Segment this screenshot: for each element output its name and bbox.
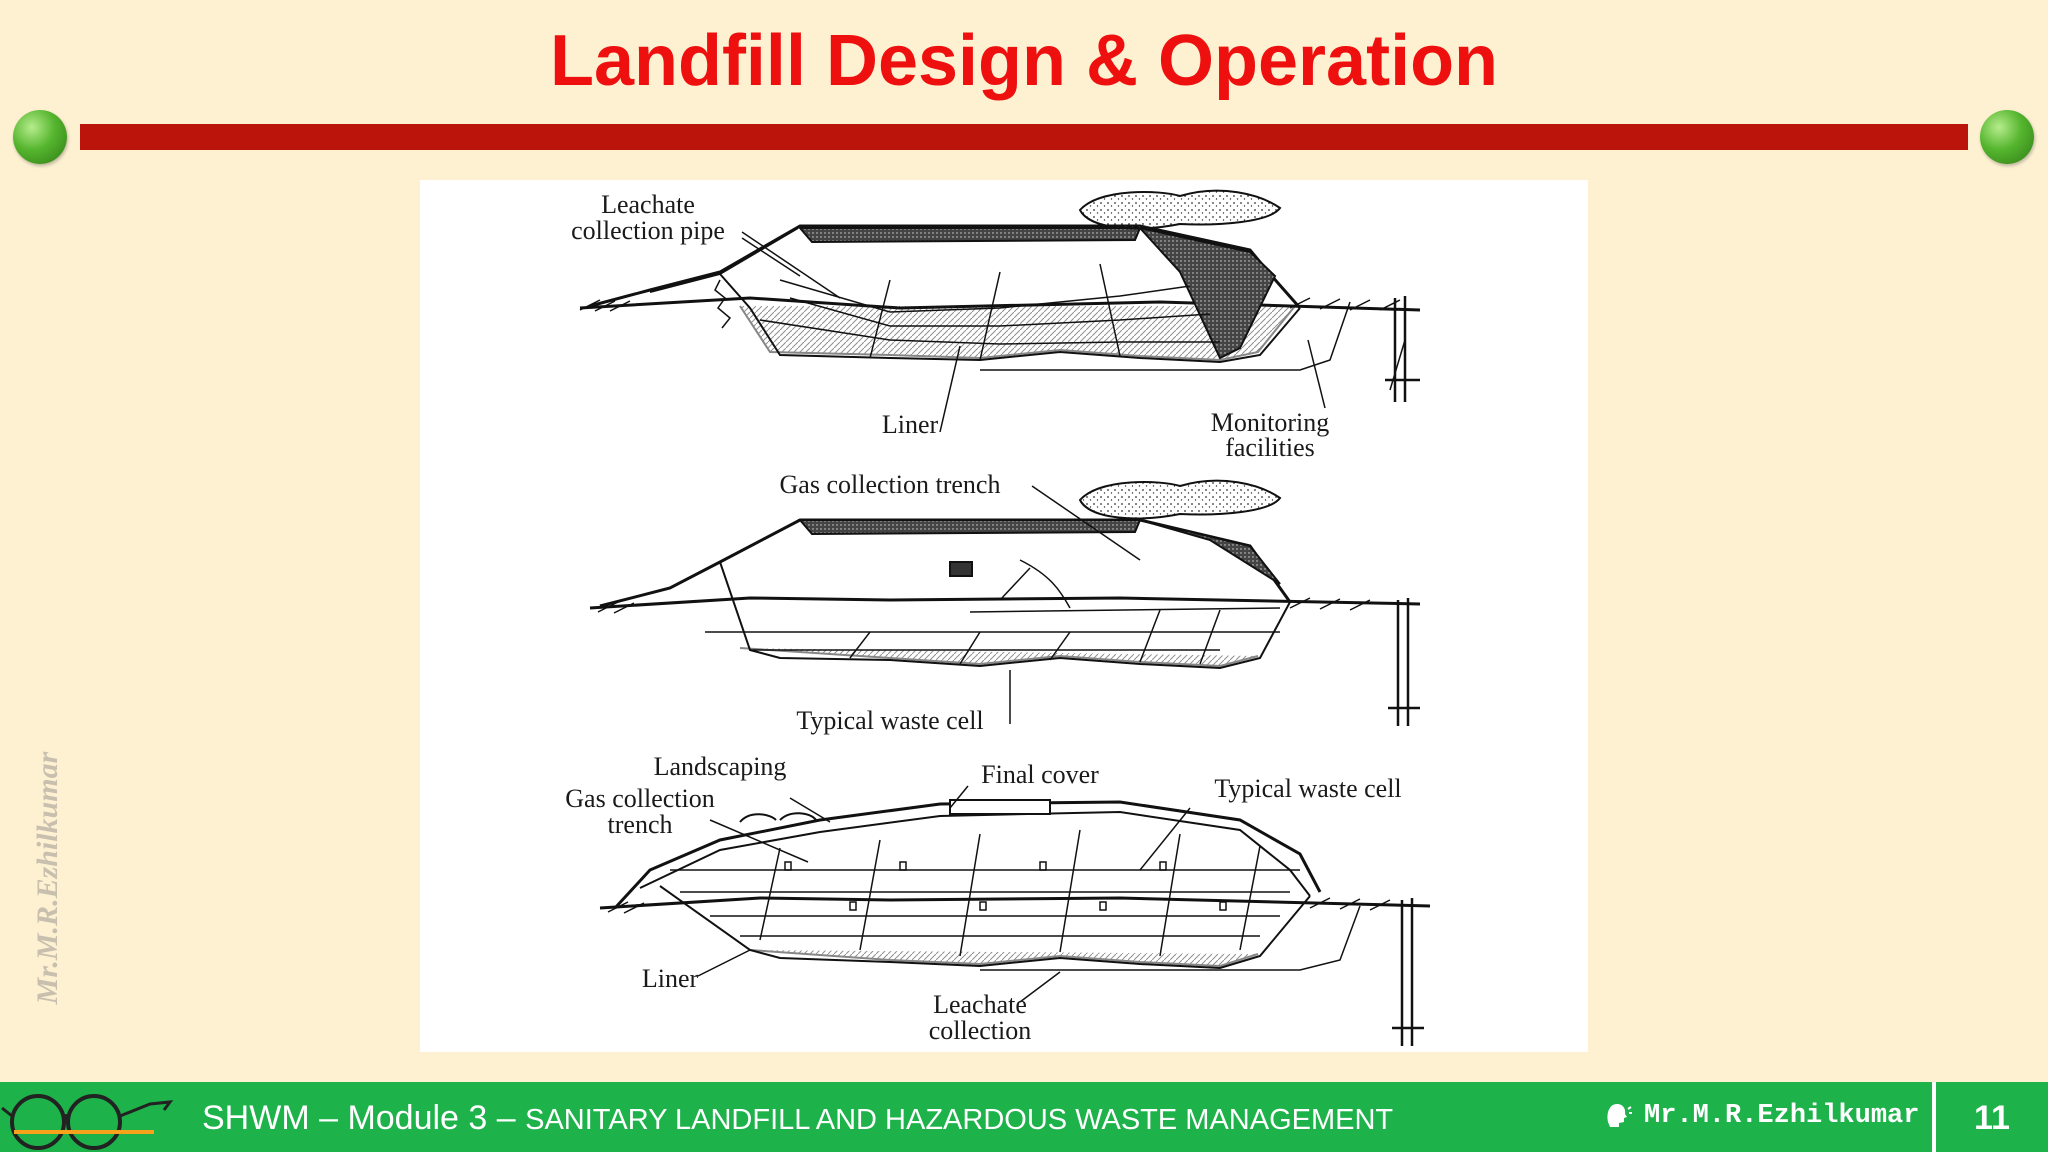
label-leachate-collection-line1: Leachate	[933, 990, 1027, 1019]
stage1-excavation	[579, 189, 1421, 402]
label-monitoring-facilities-line1: Monitoring	[1210, 408, 1330, 437]
label-typical-waste-cell-stage2: Typical waste cell	[796, 706, 984, 735]
green-dot-right-icon	[1980, 110, 2034, 164]
footer-author: Mr.M.R.Ezhilkumar	[1604, 1098, 1919, 1134]
footer-module-subtitle: SANITARY LANDFILL AND HAZARDOUS WASTE MA…	[525, 1104, 1394, 1136]
label-typical-waste-cell-stage3: Typical waste cell	[1214, 774, 1402, 803]
footer-bar	[0, 1082, 2048, 1152]
green-dot-left-icon	[13, 110, 67, 164]
stage3-completed	[599, 799, 1431, 1046]
label-liner-stage3: Liner	[641, 964, 699, 993]
page-number: 11	[1974, 1099, 2010, 1137]
glasses-logo-icon	[0, 1090, 180, 1150]
label-leachate-collection-pipe-line2: collection pipe	[571, 216, 725, 245]
author-watermark: Mr.M.R.Ezhilkumar	[31, 751, 64, 1005]
speaker-icon	[1607, 1103, 1632, 1127]
label-liner-stage1: Liner	[881, 410, 939, 439]
label-leachate-collection-pipe-line1: Leachate	[601, 190, 695, 219]
stage2-filling	[589, 479, 1421, 726]
label-leachate-collection-line2: collection	[928, 1016, 1032, 1045]
label-gas-collection-trench-line2: trench	[607, 810, 673, 839]
footer-module-main: SHWM – Module 3 –	[202, 1099, 526, 1137]
title-underline-bar	[80, 124, 1968, 150]
footer-module-title: SHWM – Module 3 – SANITARY LANDFILL AND …	[202, 1098, 1393, 1140]
label-monitoring-facilities-line2: facilities	[1225, 433, 1315, 462]
label-gas-collection-trench-line1: Gas collection	[565, 784, 715, 813]
footer-author-name: Mr.M.R.Ezhilkumar	[1644, 1101, 1920, 1131]
label-leader-lines	[697, 231, 1326, 1003]
label-gas-collection-trench-stage2: Gas collection trench	[779, 470, 1001, 499]
slide-title: Landfill Design & Operation	[549, 21, 1499, 101]
label-final-cover: Final cover	[981, 760, 1099, 789]
label-landscaping: Landscaping	[653, 752, 787, 781]
landfill-diagram: Leachate collection pipe Liner Monitorin…	[420, 180, 1588, 1052]
landfill-diagram-drawing	[579, 189, 1431, 1046]
footer-divider	[1932, 1082, 1936, 1152]
